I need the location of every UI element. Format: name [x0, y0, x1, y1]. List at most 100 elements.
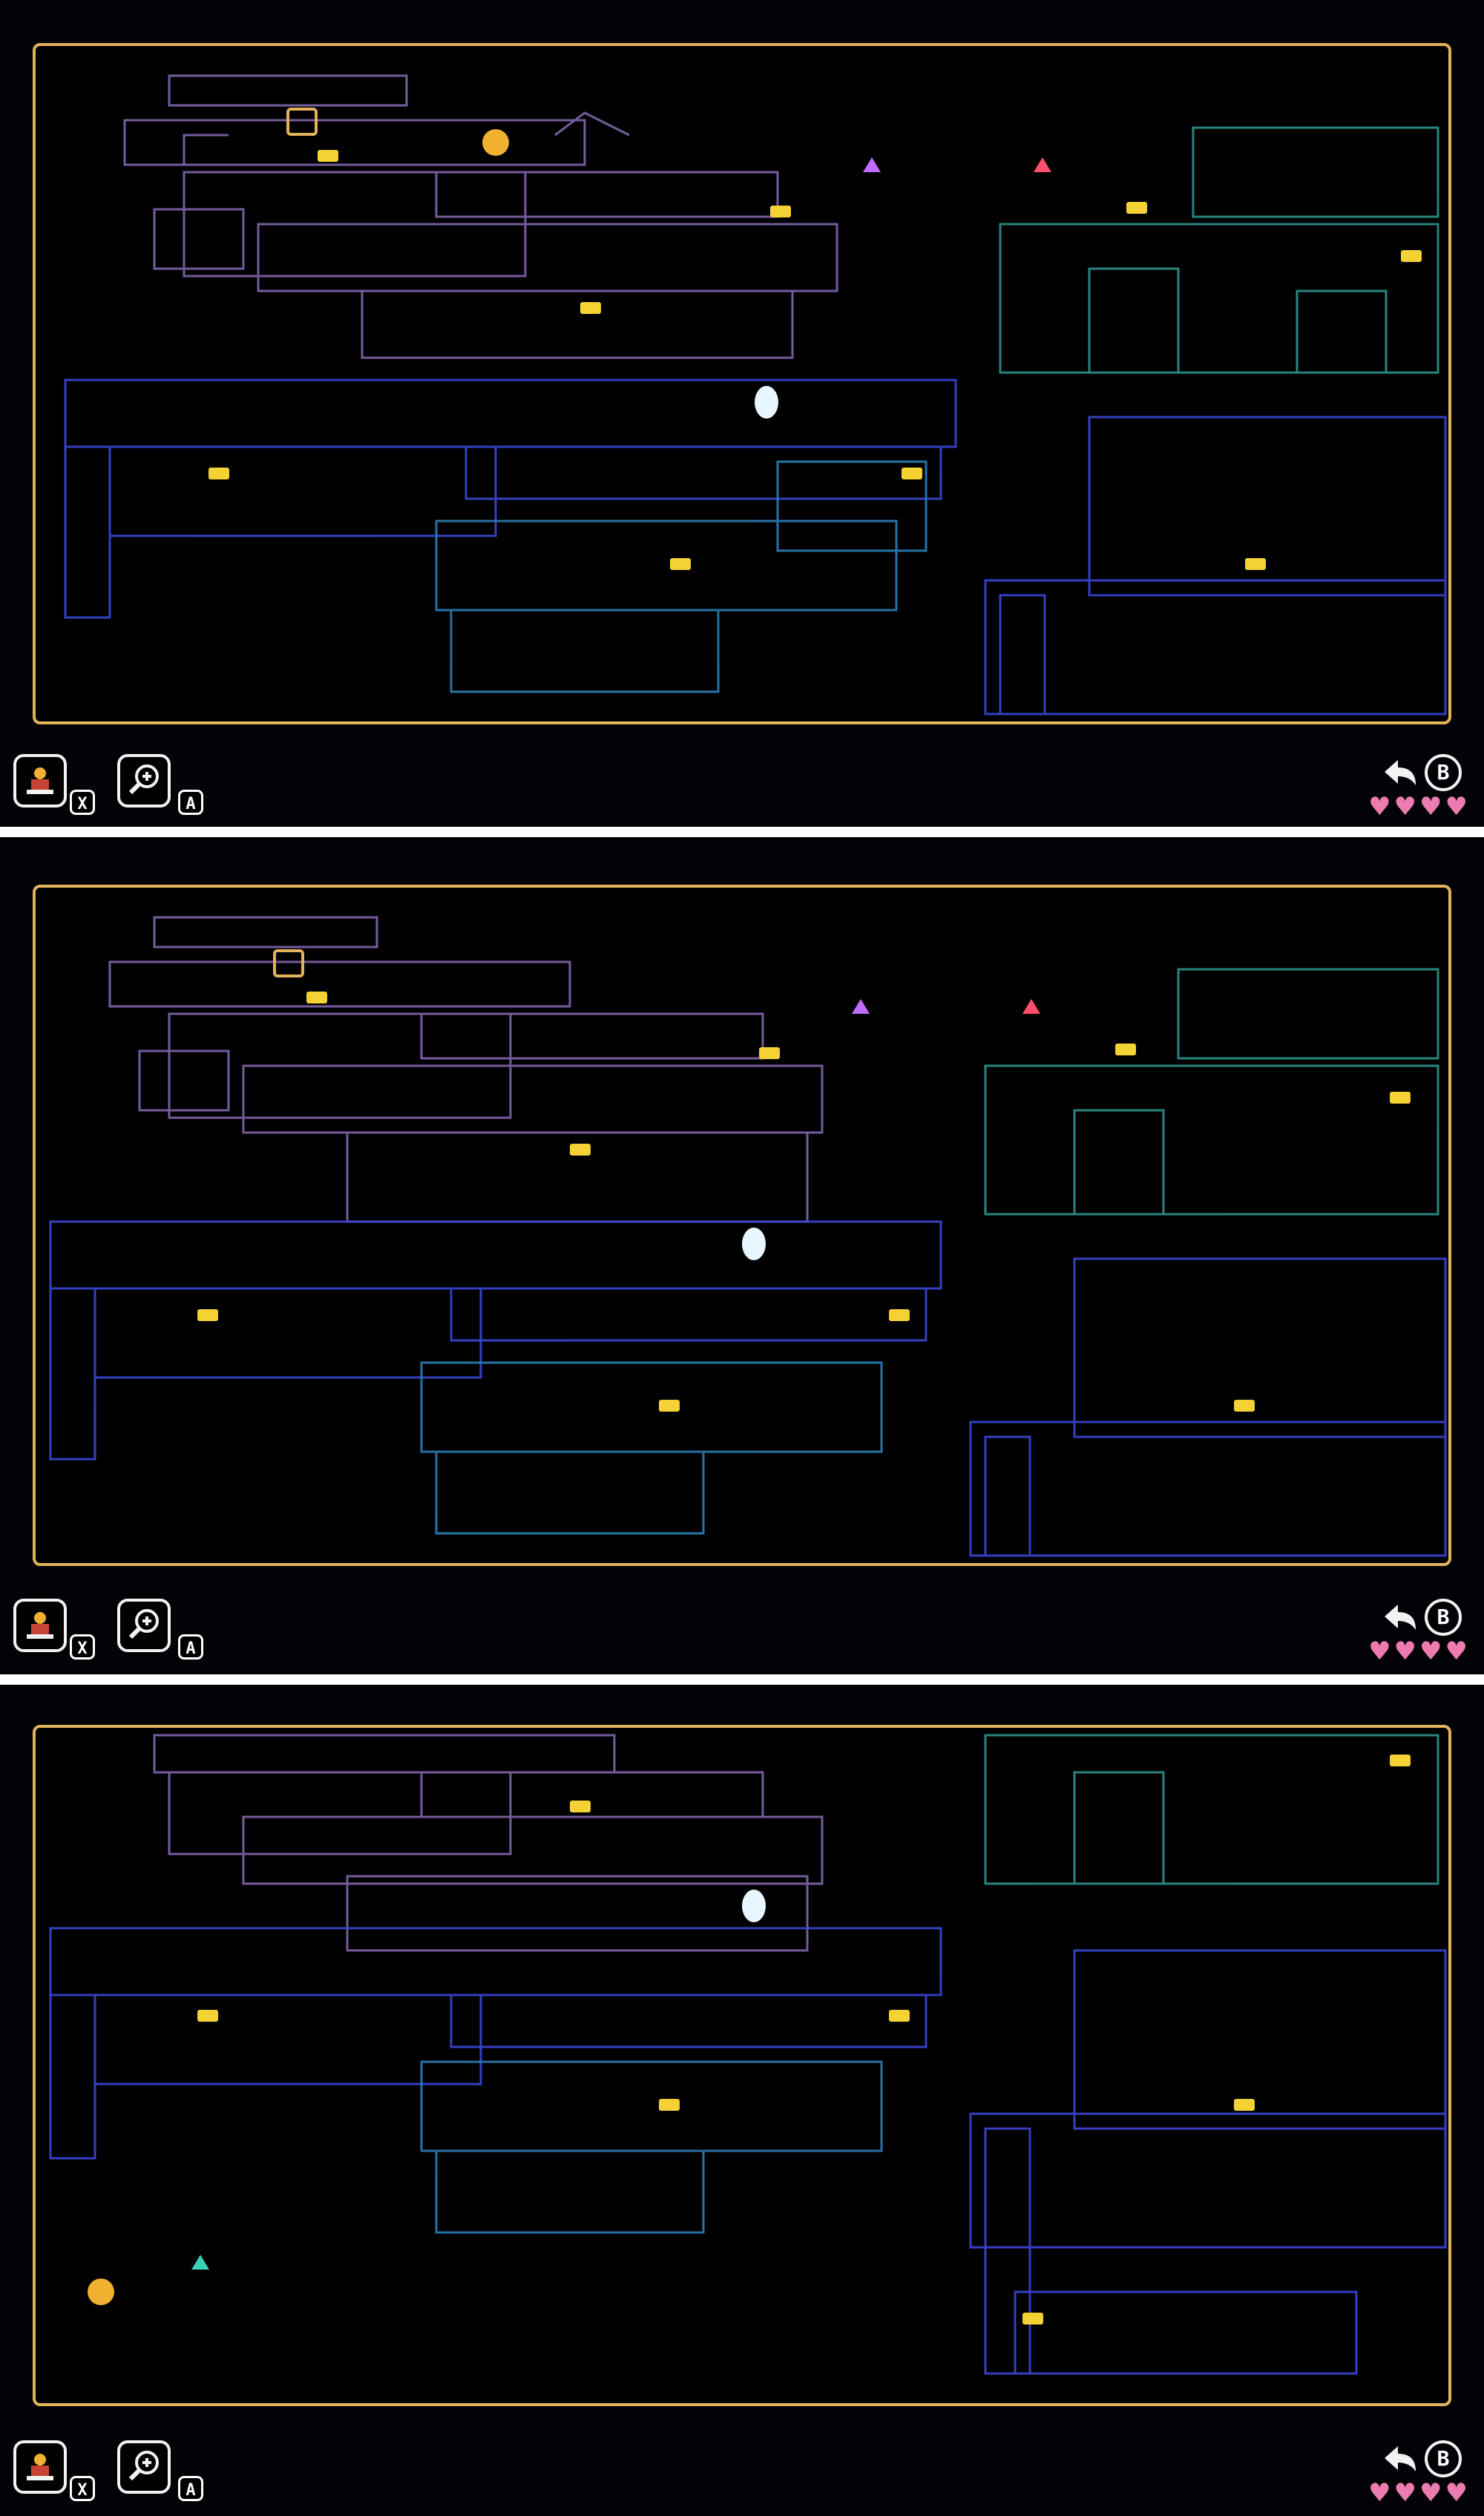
telephone-icon — [570, 1144, 591, 1156]
region-purple — [123, 74, 838, 359]
panel-divider — [0, 1674, 1484, 1685]
back-key-badge: B — [1425, 1599, 1462, 1636]
map-scene-1 — [64, 74, 1447, 715]
map-scene-2 — [49, 916, 1447, 1557]
stamp-button[interactable] — [13, 1599, 67, 1652]
telephone-icon — [1126, 202, 1147, 214]
telephone-icon — [889, 2010, 910, 2022]
region-purple — [108, 916, 824, 1223]
heart-icon: ♥ — [1368, 792, 1391, 822]
stamp-button[interactable] — [13, 2440, 67, 2494]
candle-flame-icon — [191, 2255, 209, 2270]
telephone-icon — [1390, 1092, 1411, 1104]
stamp-key-badge: X — [70, 790, 95, 815]
bottom-bar-2: X A B ♥ ♥ ♥ ♥ — [0, 1585, 1484, 1674]
map-panel-1: X A B ♥ ♥ ♥ ♥ — [0, 0, 1484, 827]
telephone-markers — [197, 1755, 1411, 2325]
heart-icon: ♥ — [1393, 2478, 1417, 2508]
map-panel-3: X A B ♥ ♥ ♥ ♥ — [0, 1685, 1484, 2516]
back-arrow-icon[interactable] — [1379, 1600, 1423, 1637]
zoom-key-badge: A — [178, 790, 203, 815]
telephone-icon — [670, 558, 691, 570]
zoom-in-icon — [128, 764, 159, 795]
telephone-icon — [1234, 1400, 1255, 1412]
heart-icon: ♥ — [1445, 2478, 1468, 2508]
chest-icon — [286, 108, 318, 136]
stamp-icon — [27, 1612, 53, 1639]
heart-icon: ♥ — [1445, 1637, 1468, 1666]
back-arrow-icon[interactable] — [1379, 756, 1423, 793]
telephone-icon — [759, 1047, 780, 1059]
telephone-icon — [580, 302, 601, 314]
candle-flame-icon — [1034, 157, 1051, 172]
telephone-markers — [209, 150, 1422, 570]
telephone-icon — [209, 468, 229, 479]
back-arrow-icon[interactable] — [1379, 2442, 1423, 2479]
telephone-markers — [197, 992, 1411, 1412]
telephone-icon — [306, 992, 327, 1003]
map-frame-1[interactable] — [33, 43, 1451, 724]
stamp-icon — [27, 2454, 53, 2480]
heart-icon: ♥ — [1419, 2478, 1442, 2508]
telephone-icon — [770, 206, 791, 217]
stamp-key-badge: X — [70, 2476, 95, 2501]
map-frame-3[interactable] — [33, 1725, 1451, 2406]
stamp-button[interactable] — [13, 754, 67, 807]
region-blue — [49, 1220, 1447, 1557]
candle-flame-icon — [1022, 999, 1040, 1014]
egg-icon — [742, 1890, 766, 1922]
heart-icon: ♥ — [1368, 2478, 1391, 2508]
map-frame-2[interactable] — [33, 885, 1451, 1566]
telephone-icon — [197, 1309, 218, 1321]
region-blue — [49, 1927, 1447, 2375]
telephone-icon — [570, 1801, 591, 1812]
zoom-key-badge: A — [178, 1634, 203, 1660]
zoom-button[interactable] — [117, 754, 171, 807]
zoom-in-icon — [128, 1609, 159, 1639]
panel-divider — [0, 827, 1484, 837]
egg-icon — [742, 1228, 766, 1260]
region-purple — [153, 1734, 824, 1952]
region-teal — [984, 1734, 1439, 1885]
heart-icon: ♥ — [1393, 792, 1417, 822]
telephone-icon — [1401, 250, 1422, 262]
telephone-icon — [1022, 2313, 1043, 2325]
zoom-in-icon — [128, 2451, 159, 2481]
telephone-icon — [197, 2010, 218, 2022]
region-cyan — [435, 460, 928, 693]
heart-icon: ♥ — [1393, 1637, 1417, 1666]
back-key-badge: B — [1425, 754, 1462, 791]
telephone-icon — [659, 2099, 680, 2111]
telephone-icon — [1115, 1044, 1136, 1055]
zoom-button[interactable] — [117, 2440, 171, 2494]
telephone-icon — [1390, 1755, 1411, 1766]
stamp-key-badge: X — [70, 1634, 95, 1660]
heart-icon: ♥ — [1368, 1637, 1391, 1666]
candle-flame-icon — [863, 157, 881, 172]
telephone-icon — [1245, 558, 1266, 570]
zoom-button[interactable] — [117, 1599, 171, 1652]
map-panel-2: X A B ♥ ♥ ♥ ♥ — [0, 837, 1484, 1674]
telephone-icon — [659, 1400, 680, 1412]
telephone-icon — [902, 468, 922, 479]
region-cyan — [420, 2060, 883, 2234]
health-hearts: ♥ ♥ ♥ ♥ — [1368, 794, 1468, 819]
bottom-bar-1: X A B ♥ ♥ ♥ ♥ — [0, 741, 1484, 827]
telephone-icon — [318, 150, 338, 162]
map-scene-3 — [49, 1734, 1447, 2375]
back-key-badge: B — [1425, 2440, 1462, 2477]
player-marker-icon — [88, 2279, 114, 2305]
region-blue — [64, 379, 1447, 715]
health-hearts: ♥ ♥ ♥ ♥ — [1368, 2480, 1468, 2506]
egg-icon — [755, 386, 778, 419]
region-teal — [999, 126, 1439, 374]
region-cyan — [420, 1361, 883, 1535]
heart-icon: ♥ — [1419, 792, 1442, 822]
region-teal — [984, 968, 1439, 1216]
heart-icon: ♥ — [1445, 792, 1468, 822]
telephone-icon — [1234, 2099, 1255, 2111]
chest-icon — [273, 949, 304, 977]
stamp-icon — [27, 767, 53, 794]
health-hearts: ♥ ♥ ♥ ♥ — [1368, 1639, 1468, 1664]
player-marker-icon — [482, 129, 509, 156]
